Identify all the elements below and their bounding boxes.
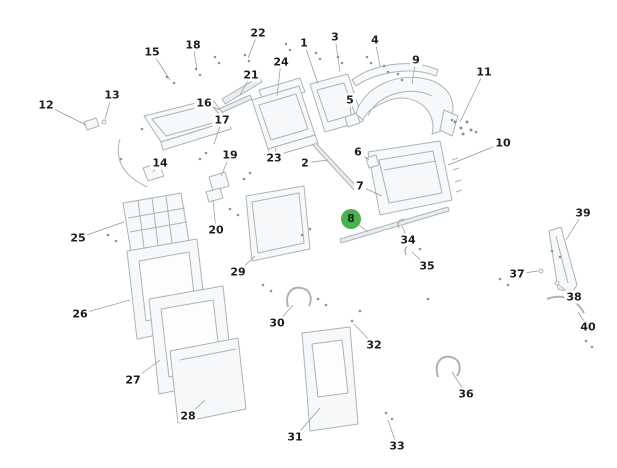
part-callout-38[interactable]: 38 [564,290,584,304]
bracket-19-sketch [208,171,230,192]
part-callout-2[interactable]: 2 [299,156,311,170]
hook-34-sketch [397,218,406,229]
part-callout-28[interactable]: 28 [178,409,198,423]
part-callout-36[interactable]: 36 [456,387,476,401]
strip-21-sketch [221,76,263,105]
part-callout-31[interactable]: 31 [285,430,305,444]
hook-35-sketch [404,244,415,256]
strip-8-sketch [339,206,450,244]
part-callout-26[interactable]: 26 [70,307,90,321]
bracket-20-sketch [205,187,224,203]
part-callout-35[interactable]: 35 [417,259,437,273]
part-callout-23[interactable]: 23 [264,151,284,165]
part-callout-8[interactable]: 8 [341,209,361,229]
part-callout-17[interactable]: 17 [212,113,232,127]
part-callout-32[interactable]: 32 [364,338,384,352]
clip-13-sketch [101,119,107,125]
part-callout-1[interactable]: 1 [298,36,310,50]
cable-sketch [117,138,148,188]
strip-2-sketch [309,139,358,191]
part-callout-30[interactable]: 30 [267,316,287,330]
part-callout-6[interactable]: 6 [352,145,364,159]
part-callout-34[interactable]: 34 [398,233,418,247]
part-callout-39[interactable]: 39 [573,206,593,220]
fender-9-sketch [351,63,459,137]
part-callout-15[interactable]: 15 [142,45,162,59]
handle-30-sketch [286,286,312,308]
panel-31-sketch [301,326,359,432]
part-callout-11[interactable]: 11 [474,65,494,79]
leader-line-11 [459,71,485,123]
bolts-11-sketch [453,120,473,136]
handle-36-sketch [435,355,461,378]
part-callout-24[interactable]: 24 [271,55,291,69]
part-callout-5[interactable]: 5 [344,93,356,107]
parts-sketches [83,42,594,432]
clip-12-sketch [83,117,100,131]
part-callout-20[interactable]: 20 [206,223,226,237]
screw-37-sketch [538,268,544,274]
panel-23-24-sketch [251,77,319,158]
panel-10-sketch [365,140,463,216]
part-callout-19[interactable]: 19 [220,148,240,162]
roof-panel-sketch [143,98,232,151]
part-callout-3[interactable]: 3 [329,30,341,44]
part-callout-33[interactable]: 33 [387,439,407,453]
part-callout-37[interactable]: 37 [507,267,527,281]
screw-38-sketch [554,280,560,286]
part-callout-9[interactable]: 9 [410,53,422,67]
part-callout-40[interactable]: 40 [578,320,598,334]
pillar-39-sketch [548,226,578,294]
part-callout-13[interactable]: 13 [102,88,122,102]
part-callout-27[interactable]: 27 [123,373,143,387]
part-callout-25[interactable]: 25 [68,231,88,245]
part-callout-7[interactable]: 7 [354,179,366,193]
part-callout-14[interactable]: 14 [150,156,170,170]
part-callout-18[interactable]: 18 [183,38,203,52]
panel-1-3-sketch [309,73,364,133]
panel-28-sketch [169,337,247,424]
panel-29-sketch [245,185,311,262]
part-callout-4[interactable]: 4 [369,33,381,47]
leader-line-1 [303,42,319,85]
part-callout-22[interactable]: 22 [248,26,268,40]
part-callout-12[interactable]: 12 [36,98,56,112]
fastener-dots [106,42,594,421]
part-callout-10[interactable]: 10 [493,136,513,150]
part-callout-16[interactable]: 16 [194,96,214,110]
part-callout-29[interactable]: 29 [228,265,248,279]
part-callout-21[interactable]: 21 [241,68,261,82]
